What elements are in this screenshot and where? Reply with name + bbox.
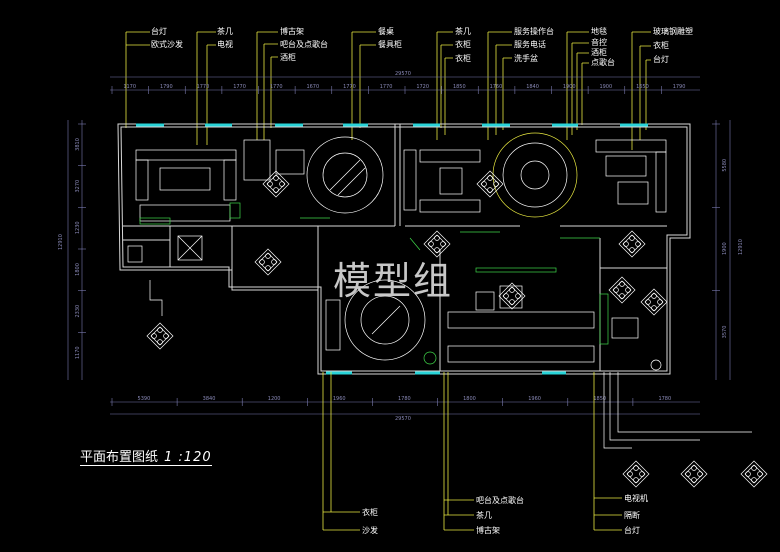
lamp-diamond-icon — [262, 170, 290, 198]
callout-label: 服务电话 — [514, 39, 546, 49]
lamp-wiring — [149, 280, 163, 316]
lamp-diamond-icon — [622, 460, 650, 488]
callout-label: 电视 — [217, 39, 233, 49]
callout-label: 隔断 — [624, 510, 640, 520]
callout-label: 玻璃钢雕塑 — [653, 26, 693, 36]
dimension-segment: 1780 — [398, 396, 411, 402]
callout-label: 衣柜 — [653, 40, 669, 50]
dimension-total: 29570 — [395, 71, 411, 77]
callout-label: 电视机 — [624, 493, 648, 503]
dimension-segment: 3570 — [722, 326, 728, 339]
callout-label: 茶几 — [476, 510, 492, 520]
lamp-symbols — [146, 170, 768, 488]
dimension-segment: 1790 — [673, 84, 686, 90]
lamp-wiring — [603, 372, 752, 449]
dimension-segment: 1790 — [160, 84, 173, 90]
dimension-segment: 3840 — [203, 396, 216, 402]
furniture — [127, 132, 667, 371]
callout-label: 沙发 — [362, 525, 378, 535]
callout-label: 吧台及点歌台 — [280, 39, 328, 49]
callout-label: 酒柜 — [280, 52, 296, 62]
dimension-segment: 1960 — [333, 396, 346, 402]
dimension-segment: 1770 — [380, 84, 393, 90]
lamp-diamond-icon — [423, 230, 451, 258]
dimension-segment: 1780 — [658, 396, 671, 402]
dimension-segment: 1770 — [343, 84, 356, 90]
dimension-segment: 1800 — [75, 263, 81, 276]
callout-label: 音控 — [591, 37, 607, 47]
lamp-diamond-icon — [608, 276, 636, 304]
callout-label: 台灯 — [151, 26, 167, 36]
dimension-segment: 3270 — [75, 180, 81, 193]
dimension-total: 12910 — [738, 239, 744, 255]
bottom-callouts: 衣柜 沙发 吧台及点歌台 茶几 博古架 电视机 隔断 台灯 — [322, 372, 648, 535]
watermark-text: 模型组 — [333, 259, 454, 303]
callout-label: 地毯 — [591, 26, 607, 36]
dimension-segment: 1770 — [233, 84, 246, 90]
callout-label: 衣柜 — [455, 39, 471, 49]
dimension-segment: 1230 — [75, 221, 81, 234]
callout-label: 台灯 — [653, 54, 669, 64]
dimension-segment: 1800 — [463, 396, 476, 402]
callout-label: 茶几 — [455, 26, 471, 36]
bottom-dimension-chain: 29570 5390 3840 1200 1960 1780 1800 1960 1850 17… — [110, 396, 700, 422]
dimension-total: 12910 — [58, 234, 64, 250]
lamp-diamond-icon — [740, 460, 768, 488]
dimension-segment: 2330 — [75, 305, 81, 318]
top-dimension-chain: 29570 1170 1790 1770 1770 1770 1670 1770 1770 17… — [110, 71, 700, 94]
dimension-segment: 1850 — [453, 84, 466, 90]
dimension-total: 29570 — [395, 416, 411, 422]
dimension-segment: 1900 — [599, 84, 612, 90]
callout-label: 台灯 — [624, 525, 640, 535]
dimension-segment: 1770 — [270, 84, 283, 90]
dimension-segment: 1200 — [268, 396, 281, 402]
dimension-segment: 5580 — [722, 159, 728, 172]
top-callouts: 台灯 欧式沙发 茶几 电视 博古架 吧台及点歌台 酒柜 餐桌 餐具柜 茶几 衣柜… — [125, 26, 693, 150]
lamp-diamond-icon — [498, 282, 526, 310]
callout-label: 博古架 — [280, 26, 304, 36]
callout-label: 博古架 — [476, 525, 500, 535]
drawing-title: 平面布置图纸 1 :120 — [80, 446, 212, 466]
lamp-diamond-icon — [640, 288, 668, 316]
dimension-segment: 1720 — [416, 84, 429, 90]
lamp-diamond-icon — [146, 322, 174, 350]
dimension-segment: 1170 — [123, 84, 136, 90]
dimension-segment: 1960 — [528, 396, 541, 402]
callout-label: 洗手盆 — [514, 53, 538, 63]
drawing-scale: 1 :120 — [164, 450, 212, 465]
callout-label: 餐桌 — [378, 26, 394, 36]
dimension-segment: 1760 — [490, 84, 503, 90]
side-dimensions: 12910 12910 3810 3270 1230 1800 2330 1170 558… — [58, 120, 744, 380]
dimension-segment: 5390 — [138, 396, 151, 402]
callout-label: 点歌台 — [591, 57, 615, 67]
dimension-segment: 1670 — [306, 84, 319, 90]
callout-label: 餐具柜 — [378, 39, 402, 49]
lamp-diamond-icon — [254, 248, 282, 276]
building-walls — [117, 123, 691, 375]
lamp-diamond-icon — [476, 170, 504, 198]
callout-label: 衣柜 — [455, 53, 471, 63]
lamp-diamond-icon — [680, 460, 708, 488]
dimension-segment: 1850 — [593, 396, 606, 402]
callout-label: 服务操作台 — [514, 26, 554, 36]
fixtures — [139, 202, 609, 345]
lamp-diamond-icon — [618, 230, 646, 258]
callout-label: 衣柜 — [362, 507, 378, 517]
callout-label: 欧式沙发 — [151, 39, 183, 49]
dimension-segment: 1170 — [75, 346, 81, 359]
dimension-segment: 1650 — [636, 84, 649, 90]
drawing-title-text: 平面布置图纸 — [80, 450, 159, 465]
callout-label: 吧台及点歌台 — [476, 495, 524, 505]
dimension-segment: 1900 — [722, 242, 728, 255]
callout-label: 酒柜 — [591, 47, 607, 57]
dimension-segment: 3810 — [75, 138, 81, 151]
dimension-segment: 1900 — [563, 84, 576, 90]
window-glass — [136, 123, 648, 375]
dimension-segment: 1840 — [526, 84, 539, 90]
callout-label: 茶几 — [217, 26, 233, 36]
dimension-segment: 1770 — [197, 84, 210, 90]
